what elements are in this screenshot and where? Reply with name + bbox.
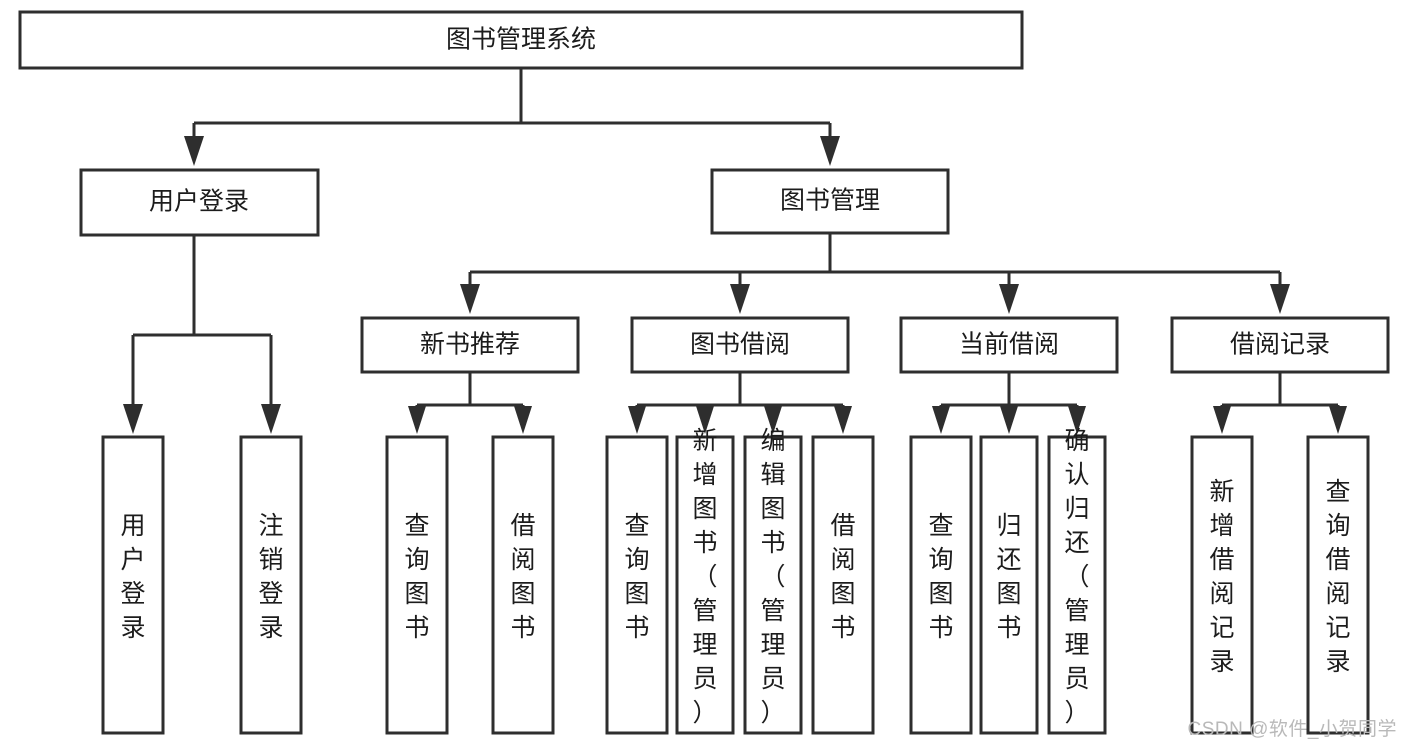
arrow-head-cb-leaf-3 [1068,406,1086,434]
arrow-head-bb-leaf-2 [696,406,714,434]
node-box-book-borrow[interactable] [630,316,850,374]
node-box-leaf-user-login[interactable] [101,435,165,735]
node-leaf-add-borrow-record[interactable]: 新增借阅记录 [1190,435,1254,735]
node-label-leaf-return-book: 归还图书 [996,512,1021,642]
node-leaf-borrow-book-bb[interactable]: 借阅图书 [811,435,875,735]
node-label-leaf-user-login: 用户登录 [120,512,145,642]
node-label-leaf-query-borrow-record: 查询借阅记录 [1325,478,1350,676]
connector-group-borrow-record [1213,372,1347,434]
node-box-leaf-borrow-book-bb[interactable] [811,435,875,735]
node-label-leaf-confirm-return-admin: 确认归还（管理员） [1064,427,1089,727]
node-label-book-borrow: 图书借阅 [690,331,790,359]
arrow-head-user-login [184,136,204,166]
node-borrow-record[interactable]: 借阅记录 [1170,316,1390,374]
node-label-borrow-record: 借阅记录 [1230,331,1330,359]
node-book-borrow[interactable]: 图书借阅 [630,316,850,374]
node-label-user-login: 用户登录 [149,188,249,216]
connector-group-book-borrow [628,372,852,434]
node-leaf-confirm-return-admin[interactable]: 确认归还（管理员） [1047,427,1107,735]
arrow-head-bb-leaf-3 [764,406,782,434]
connector-group-current-borrow [932,372,1086,434]
node-label-leaf-query-book-cb: 查询图书 [928,512,953,642]
node-box-book-management[interactable] [710,168,950,235]
arrow-head-book-mgmt [820,136,840,166]
node-label-leaf-logout: 注销登录 [258,512,283,642]
node-label-leaf-add-book-admin: 新增图书（管理员） [692,427,717,727]
node-leaf-edit-book-admin[interactable]: 编辑图书（管理员） [743,427,803,735]
node-label-leaf-query-book-bb: 查询图书 [624,512,649,642]
arrow-head-leaf-user-login [123,404,143,434]
node-current-borrow[interactable]: 当前借阅 [899,316,1119,374]
node-label-leaf-borrow-book-bb: 借阅图书 [830,512,855,642]
node-box-leaf-borrow-book-rec[interactable] [491,435,555,735]
node-leaf-query-book-bb[interactable]: 查询图书 [605,435,669,735]
node-box-root-system[interactable] [18,10,1024,70]
node-leaf-return-book[interactable]: 归还图书 [979,435,1039,735]
node-box-leaf-edit-book-admin[interactable] [743,435,803,735]
connector-group-book-mgmt [460,233,1290,314]
node-box-current-borrow[interactable] [899,316,1119,374]
arrow-head-cb-leaf-1 [932,406,950,434]
connector-group-root [184,68,840,166]
node-label-new-book-recommend: 新书推荐 [420,331,520,359]
arrow-head-current-borrow [999,284,1019,314]
node-box-leaf-return-book[interactable] [979,435,1039,735]
node-user-login[interactable]: 用户登录 [79,168,320,237]
connector-group-new-book-rec [408,372,532,434]
node-box-leaf-query-book-bb[interactable] [605,435,669,735]
node-leaf-query-book-rec[interactable]: 查询图书 [385,435,449,735]
arrow-head-nbr-leaf-2 [514,406,532,434]
node-label-book-management: 图书管理 [780,187,880,215]
arrow-head-book-borrow [730,284,750,314]
node-leaf-query-borrow-record[interactable]: 查询借阅记录 [1306,435,1370,735]
node-label-leaf-edit-book-admin: 编辑图书（管理员） [760,427,785,727]
node-box-leaf-query-borrow-record[interactable] [1306,435,1370,735]
node-box-leaf-query-book-cb[interactable] [909,435,973,735]
node-label-leaf-borrow-book-rec: 借阅图书 [510,512,535,642]
node-box-leaf-add-borrow-record[interactable] [1190,435,1254,735]
arrow-head-nbr-leaf-1 [408,406,426,434]
node-box-leaf-logout[interactable] [239,435,303,735]
arrow-head-bb-leaf-1 [628,406,646,434]
arrow-head-borrow-record [1270,284,1290,314]
arrow-head-cb-leaf-2 [1000,406,1018,434]
connector-group-user-login [123,235,281,434]
node-box-leaf-add-book-admin[interactable] [675,435,735,735]
node-root-system[interactable]: 图书管理系统 [18,10,1024,70]
arrow-head-br-leaf-1 [1213,406,1231,434]
node-new-book-recommend[interactable]: 新书推荐 [360,316,580,374]
node-leaf-borrow-book-rec[interactable]: 借阅图书 [491,435,555,735]
node-label-current-borrow: 当前借阅 [959,331,1059,359]
arrow-head-new-book-rec [460,284,480,314]
node-box-borrow-record[interactable] [1170,316,1390,374]
node-leaf-user-login[interactable]: 用户登录 [101,435,165,735]
arrow-head-br-leaf-2 [1329,406,1347,434]
arrow-head-leaf-logout [261,404,281,434]
node-leaf-query-book-cb[interactable]: 查询图书 [909,435,973,735]
node-box-leaf-query-book-rec[interactable] [385,435,449,735]
node-label-leaf-query-book-rec: 查询图书 [404,512,429,642]
node-book-management[interactable]: 图书管理 [710,168,950,235]
node-leaf-logout[interactable]: 注销登录 [239,435,303,735]
node-box-new-book-recommend[interactable] [360,316,580,374]
arrow-head-bb-leaf-4 [834,406,852,434]
node-box-user-login[interactable] [79,168,320,237]
node-label-root-system: 图书管理系统 [446,26,596,54]
node-label-leaf-add-borrow-record: 新增借阅记录 [1209,478,1234,676]
node-leaf-add-book-admin[interactable]: 新增图书（管理员） [675,427,735,735]
node-box-leaf-confirm-return-admin[interactable] [1047,435,1107,735]
